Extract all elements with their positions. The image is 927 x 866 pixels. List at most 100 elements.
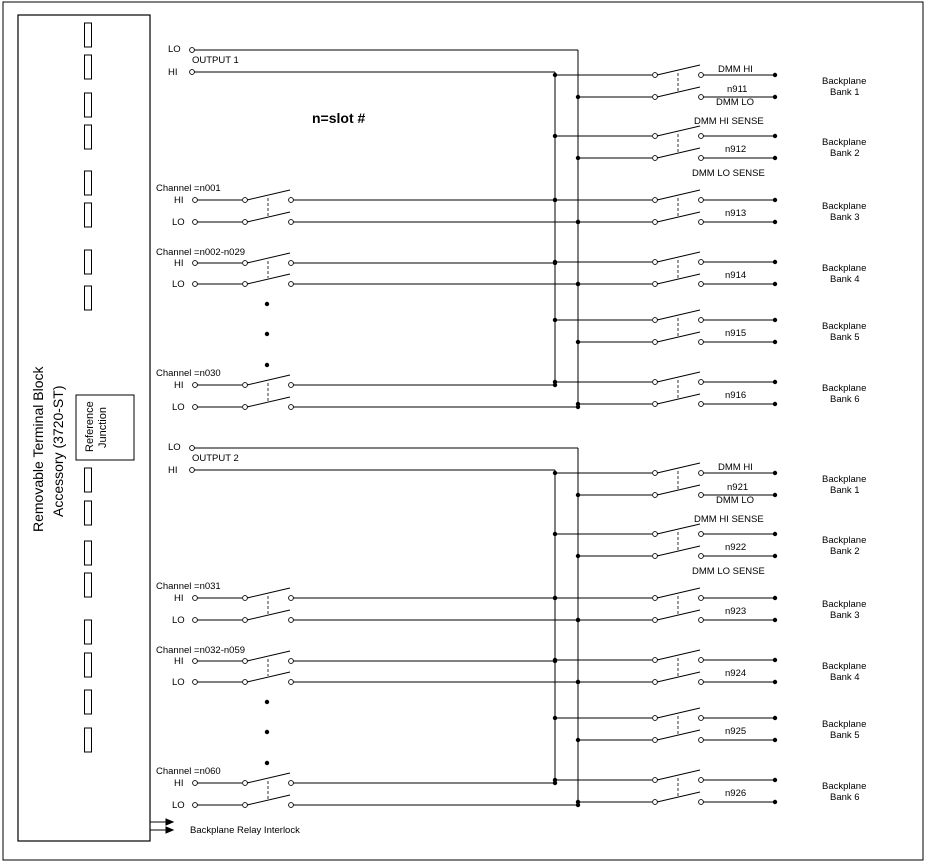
relay-contact-fixed bbox=[652, 259, 658, 265]
accessory-label-line2: Accessory (3720-ST) bbox=[50, 386, 66, 517]
relay-contact-fixed bbox=[652, 799, 658, 805]
bank-label-line1: Backplane bbox=[822, 137, 866, 148]
channel-lo-label: LO bbox=[172, 402, 185, 413]
relay-label: n924 bbox=[725, 668, 746, 679]
channel-input-terminal bbox=[192, 617, 198, 623]
screw-ring bbox=[76, 55, 100, 79]
relay-contact-blade bbox=[656, 189, 701, 201]
relay-contact-fixed bbox=[698, 715, 704, 721]
relay-contact-fixed bbox=[242, 404, 248, 410]
relay-contact-fixed bbox=[652, 339, 658, 345]
relay-label: n916 bbox=[725, 390, 746, 401]
relay-contact-blade bbox=[246, 772, 291, 784]
channel-label: Channel =n031 bbox=[156, 581, 221, 592]
relay-contact-fixed bbox=[698, 401, 704, 407]
bank-terminal-dot bbox=[772, 777, 778, 783]
bank-terminal-dot bbox=[772, 595, 778, 601]
screw-slot bbox=[84, 572, 92, 598]
relay-contact-blade bbox=[246, 374, 291, 386]
channel-lo-label: LO bbox=[172, 615, 185, 626]
channel-input-terminal bbox=[192, 802, 198, 808]
relay-contact-fixed bbox=[652, 133, 658, 139]
bank-label-line2: Bank 5 bbox=[830, 332, 860, 343]
relay-contact-fixed bbox=[698, 470, 704, 476]
dmm-hi-label: DMM HI bbox=[718, 462, 753, 473]
screw-ring bbox=[76, 93, 100, 117]
channel-lo-label: LO bbox=[172, 800, 185, 811]
dmm-lo-sense-label: DMM LO SENSE bbox=[692, 566, 765, 577]
terminal-screw-icon bbox=[76, 652, 100, 678]
screw-slot bbox=[84, 467, 92, 493]
relay-contact-fixed bbox=[698, 737, 704, 743]
output-hi-label: HI bbox=[168, 465, 178, 476]
bank-label-line1: Backplane bbox=[822, 719, 866, 730]
relay-contact-fixed bbox=[698, 317, 704, 323]
dmm-hi-label: DMM HI bbox=[718, 64, 753, 75]
relay-contact-fixed bbox=[698, 657, 704, 663]
relay-contact-fixed bbox=[288, 617, 294, 623]
bank-label-line2: Bank 4 bbox=[830, 274, 860, 285]
relay-contact-fixed bbox=[698, 155, 704, 161]
continuation-dot bbox=[264, 301, 270, 307]
relay-contact-fixed bbox=[652, 492, 658, 498]
channel-hi-label: HI bbox=[174, 195, 184, 206]
terminal-block: Removable Terminal Block Accessory (3720… bbox=[17, 14, 151, 842]
relay-contact-fixed bbox=[652, 281, 658, 287]
relay-contact-fixed bbox=[652, 617, 658, 623]
relay-contact-fixed bbox=[698, 553, 704, 559]
relay-contact-fixed bbox=[652, 72, 658, 78]
relay-contact-fixed bbox=[242, 780, 248, 786]
relay-contact-blade bbox=[246, 671, 291, 683]
relay-contact-fixed bbox=[698, 219, 704, 225]
bank-terminal-dot bbox=[772, 155, 778, 161]
relay-label: n915 bbox=[725, 328, 746, 339]
bank-label-line1: Backplane bbox=[822, 321, 866, 332]
relay-contact-fixed bbox=[698, 379, 704, 385]
relay-label: n921 bbox=[727, 482, 748, 493]
bank-terminal-dot bbox=[772, 317, 778, 323]
channel-input-terminal bbox=[192, 780, 198, 786]
channel-input-terminal bbox=[192, 404, 198, 410]
relay-contact-fixed bbox=[242, 658, 248, 664]
channel-input-terminal bbox=[192, 197, 198, 203]
bank-terminal-dot bbox=[772, 379, 778, 385]
relay-contact-fixed bbox=[242, 679, 248, 685]
screw-slot bbox=[84, 202, 92, 228]
terminal-screw-icon bbox=[76, 170, 100, 196]
channel-input-terminal bbox=[192, 382, 198, 388]
terminal-screw-icon bbox=[76, 249, 100, 275]
relay-contact-blade bbox=[246, 587, 291, 599]
bank-terminal-dot bbox=[772, 617, 778, 623]
screw-ring bbox=[76, 653, 100, 677]
output-lo-label: LO bbox=[168, 44, 181, 55]
interlock-arrow-1 bbox=[165, 818, 175, 826]
relay-contact-fixed bbox=[698, 72, 704, 78]
channel-label: Channel =n030 bbox=[156, 368, 221, 379]
bank-label-line1: Backplane bbox=[822, 661, 866, 672]
dmm-hi-sense-label: DMM HI SENSE bbox=[694, 116, 764, 127]
relay-contact-blade bbox=[656, 331, 701, 343]
relay-contact-blade bbox=[246, 211, 291, 223]
relay-contact-fixed bbox=[652, 777, 658, 783]
screw-ring bbox=[76, 620, 100, 644]
channel-input-terminal bbox=[192, 219, 198, 225]
bank-terminal-dot bbox=[772, 737, 778, 743]
relay-contact-fixed bbox=[288, 219, 294, 225]
interlock-arrow-2 bbox=[165, 826, 175, 834]
channel-label: Channel =n032-n059 bbox=[156, 645, 245, 656]
channel-lo-label: LO bbox=[172, 279, 185, 290]
relay-contact-blade bbox=[246, 273, 291, 285]
relay-label: n912 bbox=[725, 144, 746, 155]
reference-junction-box bbox=[75, 394, 135, 461]
slot-note: n=slot # bbox=[312, 110, 366, 126]
relay-contact-fixed bbox=[288, 197, 294, 203]
relay-contact-blade bbox=[656, 251, 701, 263]
bank-label-line2: Bank 6 bbox=[830, 394, 860, 405]
relay-contact-fixed bbox=[652, 155, 658, 161]
screw-slot bbox=[84, 540, 92, 566]
screw-ring bbox=[76, 23, 100, 47]
relay-contact-fixed bbox=[652, 737, 658, 743]
bank-label-line2: Bank 5 bbox=[830, 730, 860, 741]
bank-terminal-dot bbox=[772, 401, 778, 407]
relay-contact-blade bbox=[246, 189, 291, 201]
